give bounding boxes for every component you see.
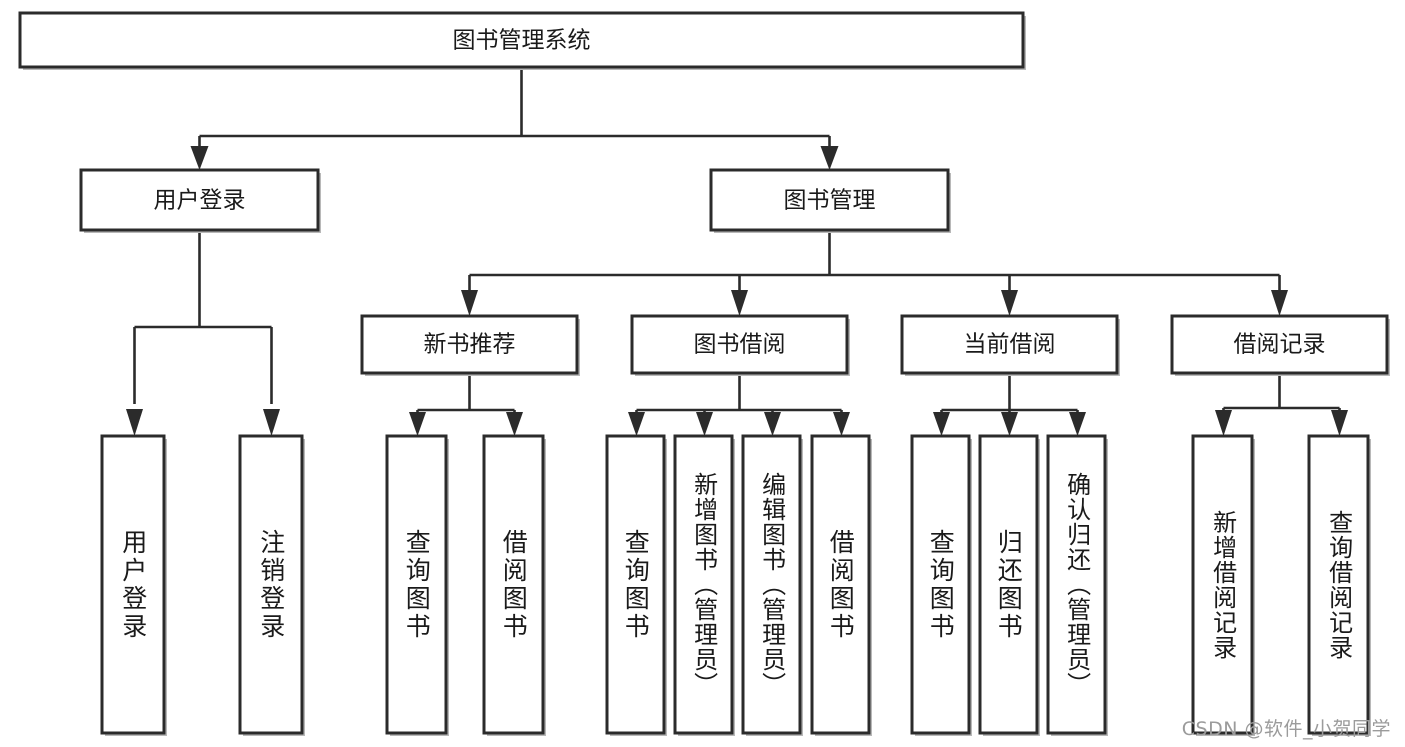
node-borrow-record[interactable]: 借阅记录 xyxy=(1170,314,1390,376)
leaf-box-logout[interactable] xyxy=(238,434,304,735)
arrowhead-current-borrow xyxy=(1001,290,1018,316)
arrowhead-currentborrow-leaf-2 xyxy=(1001,412,1018,436)
arrowhead-new-book-recommend xyxy=(461,290,478,316)
node-new-book-recommend-label: 新书推荐 xyxy=(424,332,516,358)
leaf-box-bb-edit[interactable] xyxy=(741,434,802,735)
leaf-box-nb-query[interactable] xyxy=(385,434,448,735)
node-root[interactable]: 图书管理系统 xyxy=(18,11,1026,70)
arrowhead-bookborrow-leaf-1 xyxy=(628,412,645,436)
leaf-box-cb-query[interactable] xyxy=(910,434,971,735)
leaf-box-user-login[interactable] xyxy=(100,434,166,735)
leaf-box-nb-borrow[interactable] xyxy=(482,434,545,735)
node-user-login[interactable]: 用户登录 xyxy=(79,168,321,233)
node-borrow-record-box[interactable] xyxy=(1170,314,1389,375)
node-root-box[interactable] xyxy=(18,11,1025,69)
node-book-borrow-label: 图书借阅 xyxy=(694,332,786,358)
node-new-book-recommend[interactable]: 新书推荐 xyxy=(360,314,580,376)
node-new-book-recommend-box[interactable] xyxy=(360,314,579,375)
leaf-box-group xyxy=(100,434,1371,736)
node-book-management-box[interactable] xyxy=(709,168,950,232)
leaf-box-br-query[interactable] xyxy=(1307,434,1370,735)
arrowhead-currentborrow-leaf-3 xyxy=(1069,412,1086,436)
arrowhead-book-mgmt xyxy=(820,146,839,170)
arrowhead-borrowrecord-leaf-1 xyxy=(1215,410,1232,436)
node-root-label: 图书管理系统 xyxy=(453,28,591,54)
leaf-box-br-add[interactable] xyxy=(1191,434,1254,735)
node-user-login-box[interactable] xyxy=(79,168,320,232)
leaf-box-cb-confirm[interactable] xyxy=(1046,434,1107,735)
node-current-borrow-box[interactable] xyxy=(900,314,1119,375)
node-current-borrow-label: 当前借阅 xyxy=(964,332,1056,358)
arrowhead-bookborrow-leaf-4 xyxy=(833,412,850,436)
csdn-watermark: CSDN @软件_小贺同学 xyxy=(1181,718,1391,740)
arrowhead-currentborrow-leaf-1 xyxy=(933,412,950,436)
leaf-box-cb-return[interactable] xyxy=(978,434,1039,735)
arrowhead-bookborrow-leaf-2 xyxy=(696,412,713,436)
arrowhead-borrowrecord-leaf-2 xyxy=(1331,410,1348,436)
arrowhead-newbook-leaf-2 xyxy=(506,412,523,436)
arrowhead-leaf-logout xyxy=(263,409,280,436)
node-borrow-record-label: 借阅记录 xyxy=(1234,332,1326,358)
leaf-box-bb-borrow[interactable] xyxy=(810,434,871,735)
arrowhead-user-login xyxy=(190,146,209,170)
leaf-box-bb-query[interactable] xyxy=(605,434,666,735)
node-book-management[interactable]: 图书管理 xyxy=(709,168,951,233)
node-book-borrow[interactable]: 图书借阅 xyxy=(630,314,850,376)
node-user-login-label: 用户登录 xyxy=(154,188,246,214)
leaf-box-bb-add[interactable] xyxy=(673,434,734,735)
node-book-borrow-box[interactable] xyxy=(630,314,849,375)
arrowhead-newbook-leaf-1 xyxy=(409,412,426,436)
arrowhead-book-borrow xyxy=(731,290,748,316)
arrowhead-leaf-user-login xyxy=(126,409,143,436)
arrowhead-borrow-record xyxy=(1271,290,1288,316)
connector-group xyxy=(126,68,1348,436)
node-current-borrow[interactable]: 当前借阅 xyxy=(900,314,1120,376)
node-book-management-label: 图书管理 xyxy=(784,188,876,214)
arrowhead-bookborrow-leaf-3 xyxy=(764,412,781,436)
